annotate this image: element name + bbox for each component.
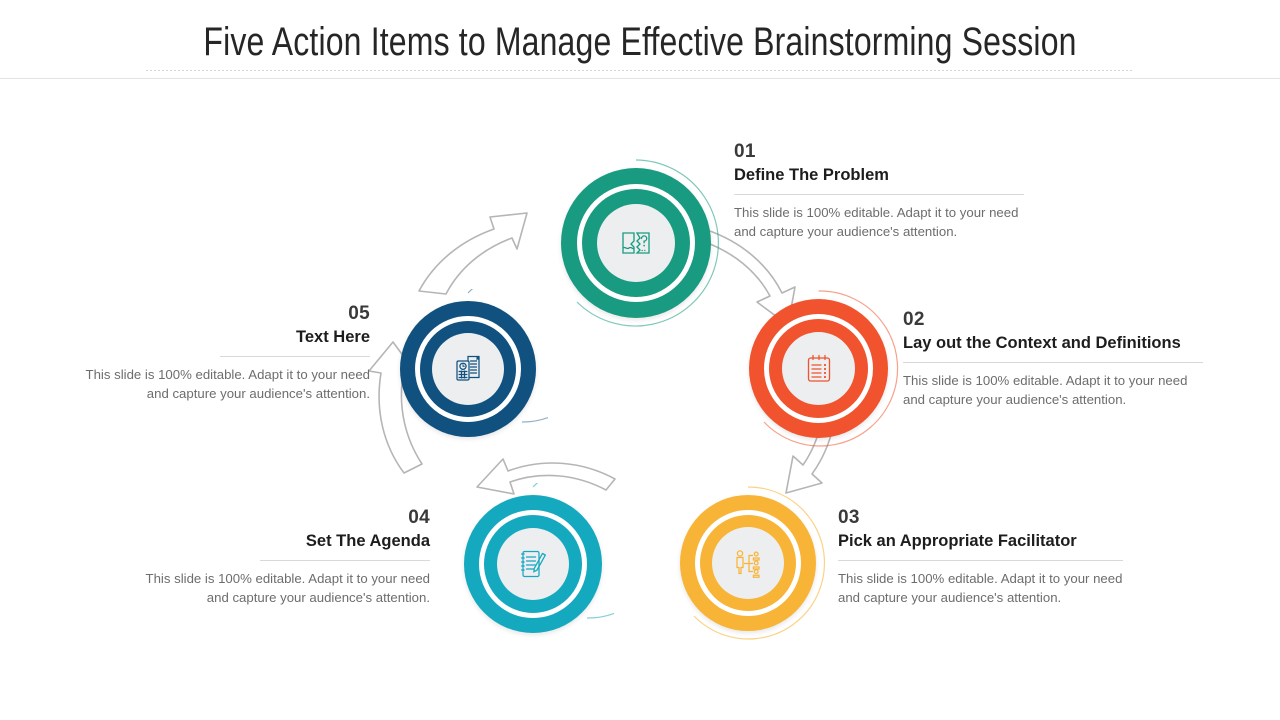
node-01[interactable]	[548, 155, 724, 331]
title-underline	[146, 70, 1134, 71]
notepad-pencil-icon	[515, 546, 551, 582]
node-03-icon-core	[712, 527, 784, 599]
item-05-body: This slide is 100% editable. Adapt it to…	[85, 367, 370, 401]
node-04-white-ring	[479, 510, 587, 618]
item-05-divider	[220, 356, 370, 357]
node-03-white-ring	[695, 510, 801, 616]
item-05-title: Text Here	[296, 328, 370, 346]
node-01-outline-ring	[576, 159, 719, 327]
item-04-body: This slide is 100% editable. Adapt it to…	[145, 571, 430, 605]
item-04-text: 04 Set The Agenda This slide is 100% edi…	[140, 507, 430, 607]
node-03[interactable]	[668, 483, 828, 643]
node-01-white-ring	[577, 184, 695, 302]
node-02[interactable]	[737, 287, 900, 450]
item-01-number: 01	[734, 141, 756, 162]
node-03-outline-ring	[693, 486, 826, 640]
item-04-title: Set The Agenda	[305, 532, 430, 550]
diagram-stage: 01 Define The Problem This slide is 100%…	[0, 79, 1280, 720]
item-05-number: 05	[348, 303, 370, 324]
item-03-title: Pick an Appropriate Facilitator	[838, 532, 1077, 550]
calculator-document-icon	[450, 351, 486, 387]
item-02-text: 02 Lay out the Context and Definitions T…	[903, 309, 1233, 409]
node-04[interactable]	[452, 483, 614, 645]
item-03-text: 03 Pick an Appropriate Facilitator This …	[838, 507, 1138, 607]
item-01-title: Define The Problem	[734, 166, 889, 184]
puzzle-question-icon	[617, 224, 655, 262]
item-01-body: This slide is 100% editable. Adapt it to…	[734, 205, 1019, 239]
node-05[interactable]	[388, 289, 548, 449]
item-04-number: 04	[408, 507, 430, 528]
node-04-icon-core	[497, 528, 569, 600]
node-02-outline-ring	[763, 290, 899, 447]
item-04-divider	[260, 560, 430, 561]
slide-header: Five Action Items to Manage Effective Br…	[0, 0, 1280, 79]
item-01-text: 01 Define The Problem This slide is 100%…	[734, 141, 1034, 241]
org-chart-people-icon	[730, 545, 766, 581]
node-05-icon-core	[432, 333, 504, 405]
item-03-body: This slide is 100% editable. Adapt it to…	[838, 571, 1123, 605]
node-01-icon-core	[597, 204, 675, 282]
checklist-notepad-icon	[801, 351, 837, 387]
item-02-title: Lay out the Context and Definitions	[903, 334, 1181, 352]
node-05-white-ring	[415, 316, 521, 422]
item-01-divider	[734, 194, 1024, 195]
page-title: Five Action Items to Manage Effective Br…	[203, 20, 1077, 64]
node-02-white-ring	[764, 314, 873, 423]
node-02-icon-core	[782, 332, 855, 405]
item-03-number: 03	[838, 507, 860, 528]
item-03-divider	[838, 560, 1123, 561]
item-02-number: 02	[903, 309, 925, 330]
item-05-text: 05 Text Here This slide is 100% editable…	[80, 303, 370, 403]
header-divider	[0, 78, 1280, 79]
item-02-body: This slide is 100% editable. Adapt it to…	[903, 373, 1188, 407]
item-02-divider	[903, 362, 1203, 363]
